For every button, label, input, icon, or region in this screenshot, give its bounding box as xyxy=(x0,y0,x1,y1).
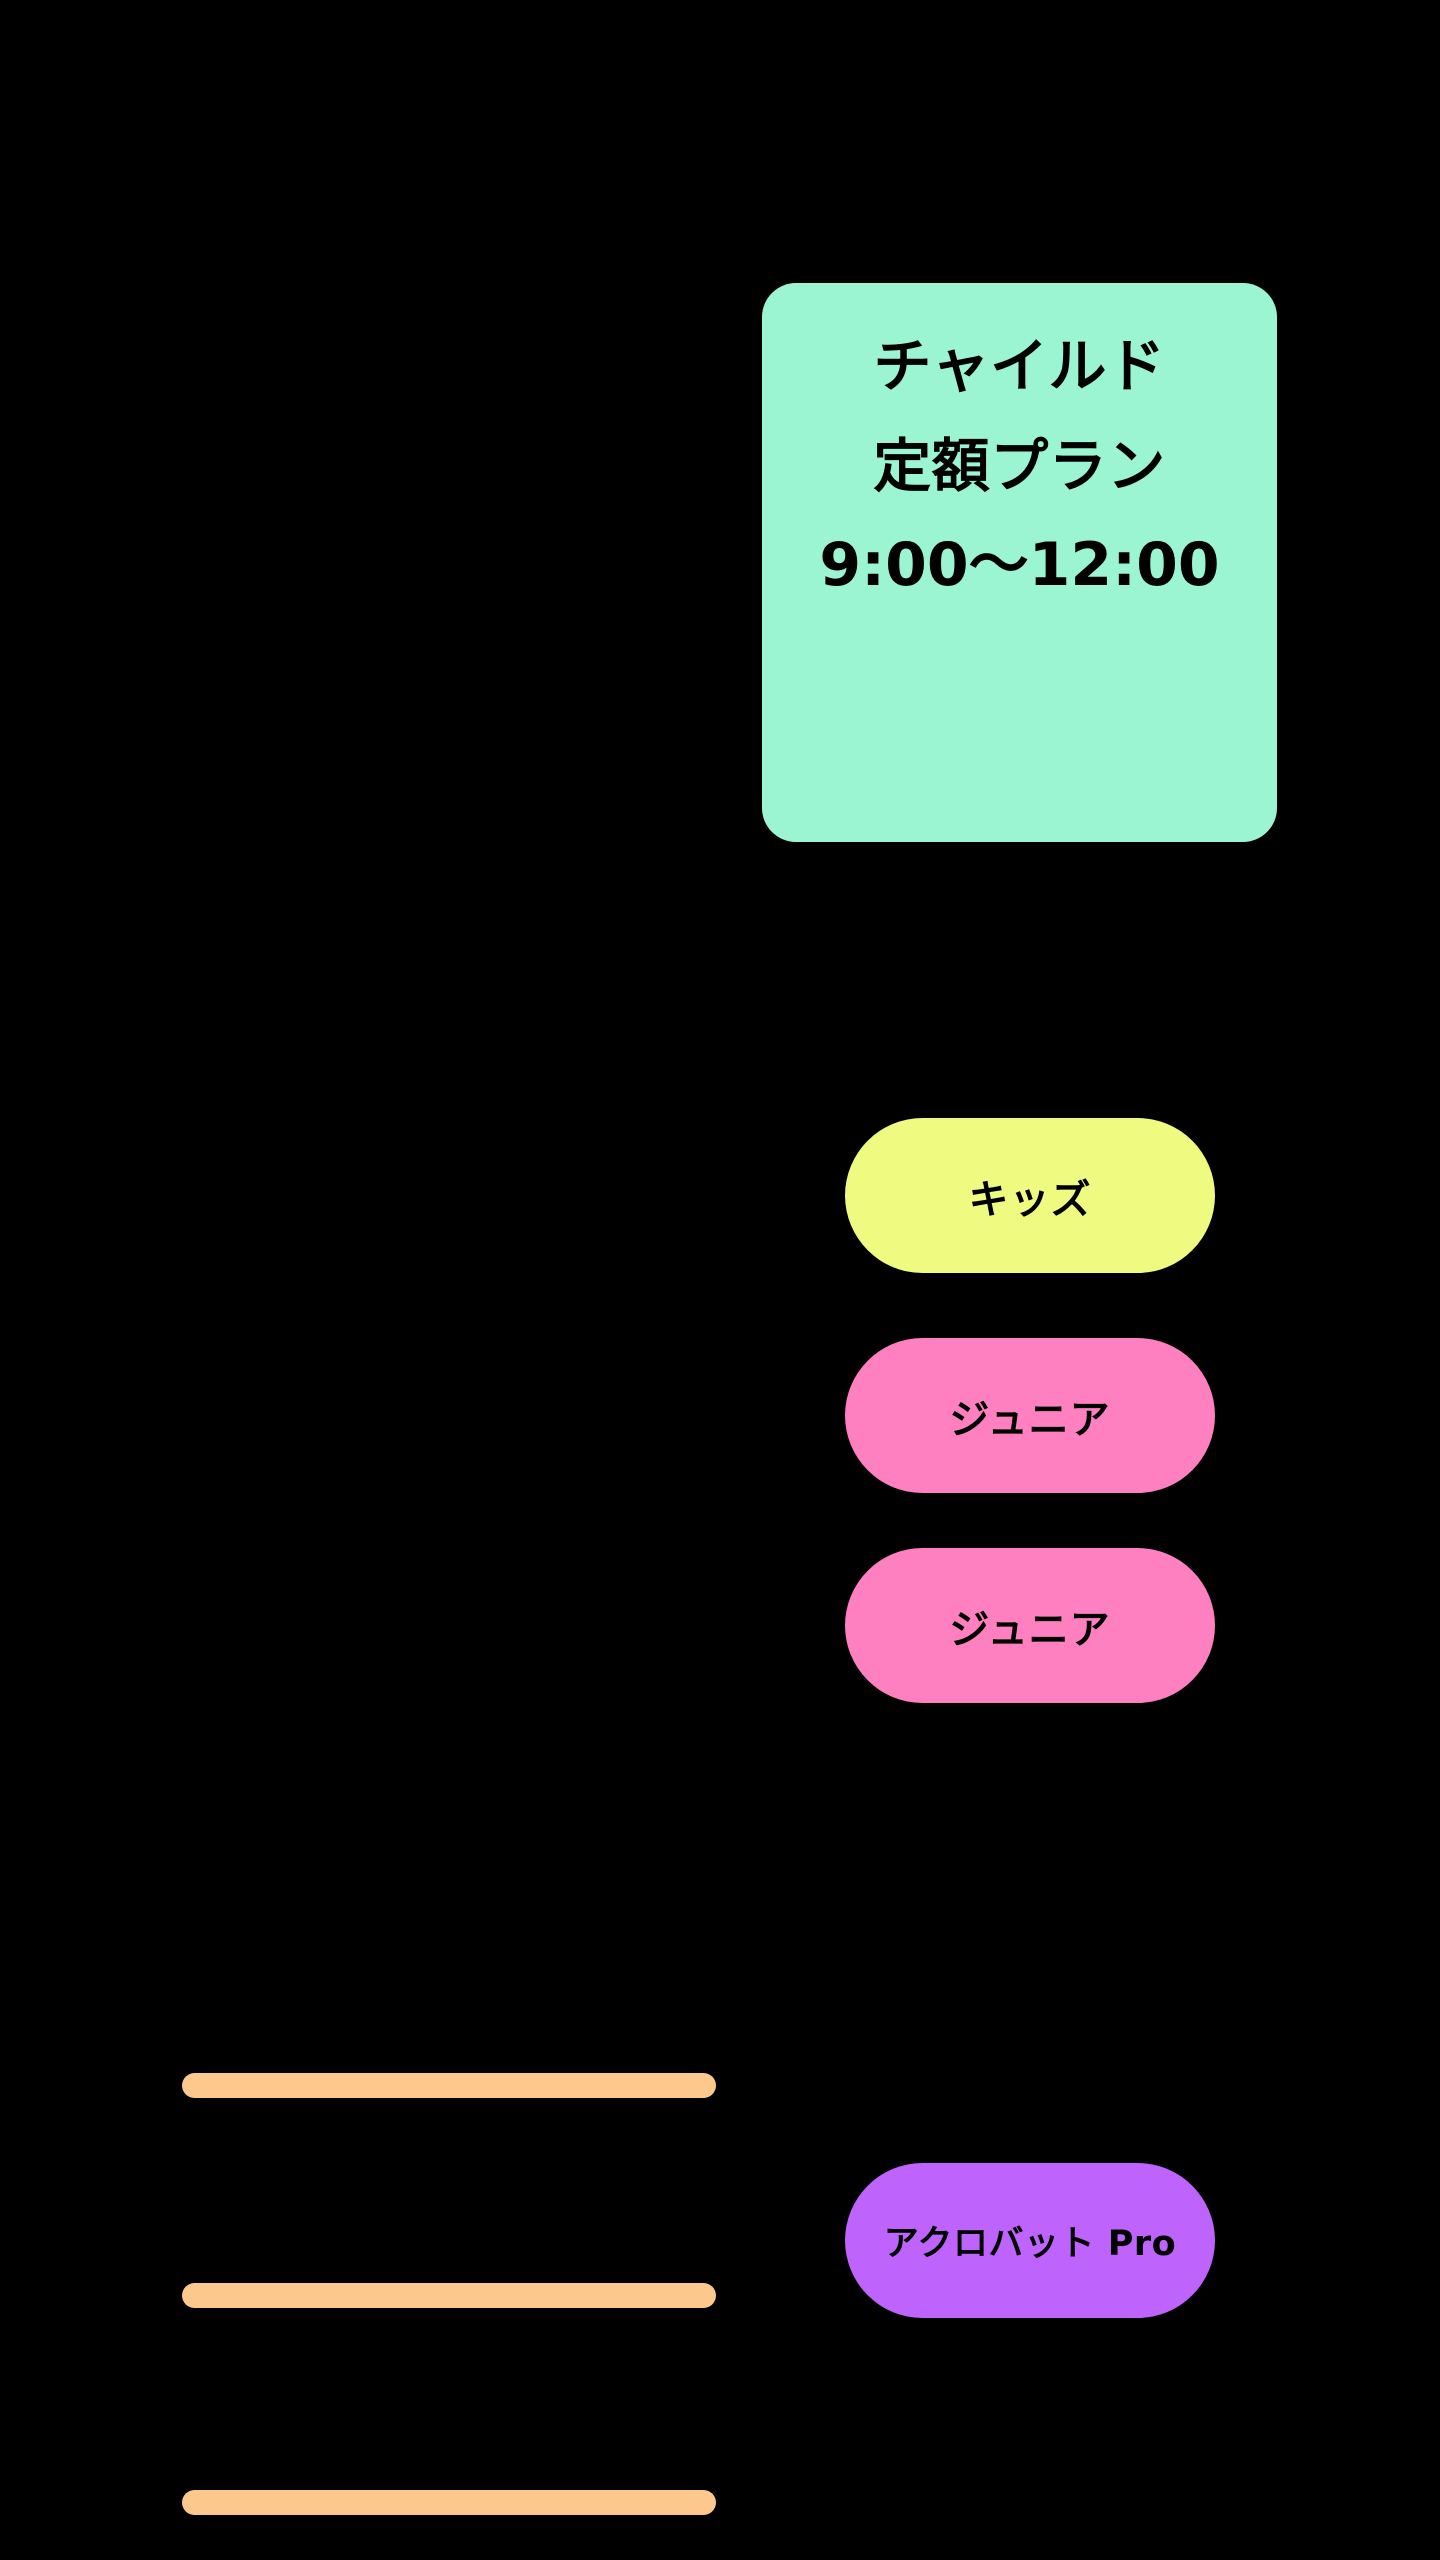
plan-card-title-line-2: 定額プラン xyxy=(873,432,1166,500)
plan-card-childcare[interactable]: チャイルド 定額プラン 9:00〜12:00 xyxy=(762,283,1277,842)
plan-card-title-line-1: チャイルド xyxy=(873,332,1166,400)
pill-junior-first-label: ジュニア xyxy=(949,1396,1111,1443)
divider-bar-1 xyxy=(182,2073,716,2098)
divider-bar-3 xyxy=(182,2490,716,2515)
divider-bar-2 xyxy=(182,2283,716,2308)
pill-acrobat-pro-label: アクロバット Pro xyxy=(883,2224,1177,2264)
pill-kids-label: キッズ xyxy=(968,1176,1092,1223)
pill-junior-second[interactable]: ジュニア xyxy=(845,1548,1215,1703)
pill-junior-first[interactable]: ジュニア xyxy=(845,1338,1215,1493)
pill-kids[interactable]: キッズ xyxy=(845,1118,1215,1273)
plan-card-time-range: 9:00〜12:00 xyxy=(819,530,1220,600)
pill-junior-second-label: ジュニア xyxy=(949,1606,1111,1653)
pill-acrobat-pro[interactable]: アクロバット Pro xyxy=(845,2163,1215,2318)
